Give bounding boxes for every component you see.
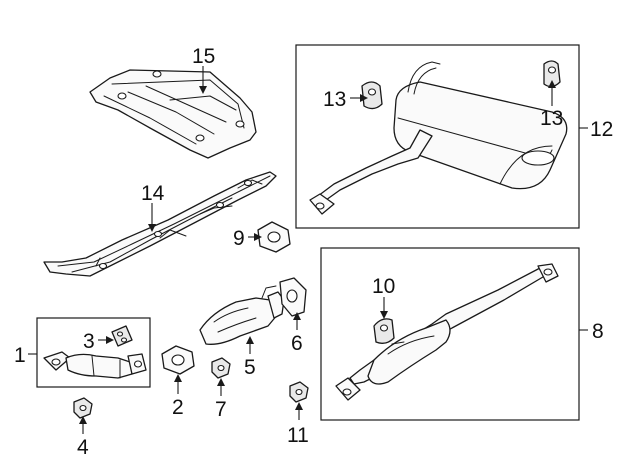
callout-3: 3 [83,330,95,353]
callout-10: 10 [372,275,395,298]
nut-11 [289,381,309,403]
gasket-6 [279,277,307,317]
callout-12: 12 [590,118,613,141]
exhaust-manifold-converter [43,351,147,379]
callout-labels: 15 14 13 13 12 9 10 8 1 3 2 7 5 6 4 11 [14,45,613,459]
callout-13-left: 13 [323,88,346,111]
leader-lines [28,66,588,434]
callout-7: 7 [215,398,227,421]
gasket-2 [161,345,195,375]
callout-6: 6 [291,332,303,355]
callout-9: 9 [233,227,245,250]
callout-11: 11 [287,424,309,447]
callout-13-right: 13 [540,107,563,130]
muffler-assembly [309,61,568,215]
callout-4: 4 [77,436,89,459]
heat-shield-upper [89,69,257,159]
hanger-rubber-13-right [543,60,561,88]
hanger-rubber-10 [373,318,395,344]
callout-1: 1 [14,344,26,367]
gasket-3 [111,325,133,347]
group-box-12 [295,44,580,229]
group-box-1 [36,317,151,388]
catalytic-converter [199,285,285,345]
callout-8: 8 [592,320,604,343]
callout-14: 14 [141,182,165,205]
heat-shield-lower [43,171,277,277]
resonator-pipe [335,263,559,401]
hanger-rubber-13-left [361,81,383,110]
group-box-8 [320,247,580,421]
nut-4 [73,397,93,419]
nut-7 [211,357,231,379]
callout-15: 15 [192,45,215,68]
callout-2: 2 [172,396,184,419]
callout-5: 5 [244,356,256,379]
gasket-9 [257,221,291,253]
